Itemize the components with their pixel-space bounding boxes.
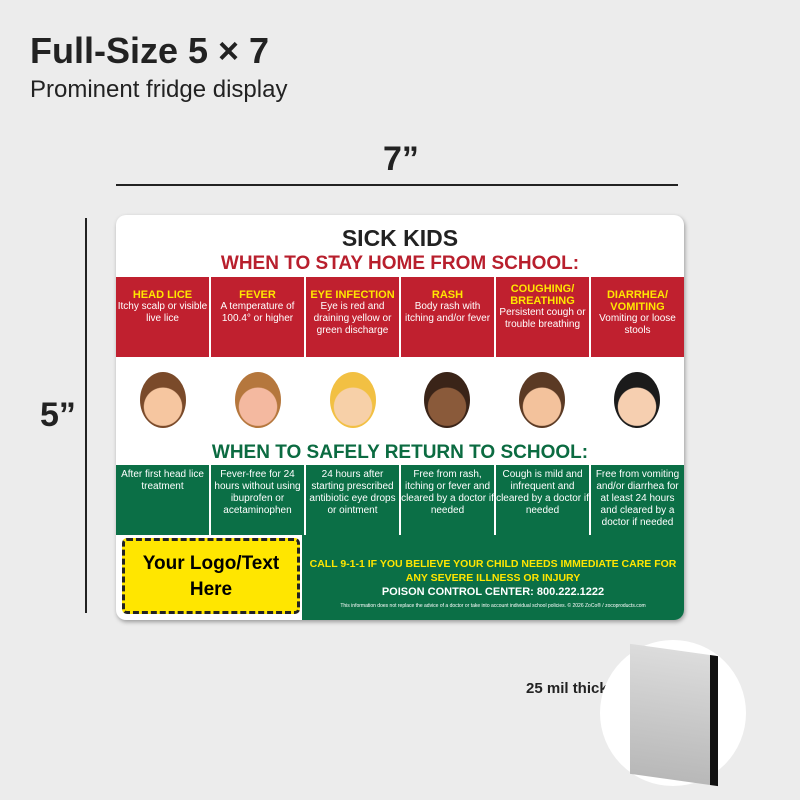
kid-rash-illustration [424, 372, 471, 428]
poison-control-text: POISON CONTROL CENTER: 800.222.1222 [381, 586, 605, 598]
kid-fever-illustration [234, 372, 281, 428]
condition-desc: Persistent cough or trouble breathing [499, 307, 586, 330]
return-cell: After first head lice treatment [116, 465, 211, 535]
magnet-title: SICK KIDS [341, 225, 459, 251]
return-row: After first head lice treatment Fever-fr… [116, 465, 684, 535]
return-cell: Cough is mild and infrequent and cleared… [496, 465, 591, 535]
return-cell: Free from vomiting and/or diarrhea for a… [591, 465, 684, 535]
condition-name: EYE INFECTION [310, 289, 395, 301]
kids-illustrations [116, 360, 684, 440]
magnet-edge-illustration [630, 643, 718, 787]
height-label: 5” [40, 396, 76, 434]
disclaimer-text: This information does not replace the ad… [340, 603, 646, 609]
stay-home-heading: WHEN TO STAY HOME FROM SCHOOL: [220, 253, 580, 274]
height-arrow [85, 218, 87, 613]
return-cell: Fever-free for 24 hours without using ib… [211, 465, 306, 535]
condition-name: COUGHING/ BREATHING [510, 283, 575, 307]
kid-head-lice-illustration [140, 372, 187, 428]
condition-desc: Itchy scalp or visible live lice [117, 301, 208, 324]
kid-vomiting-illustration [613, 372, 660, 428]
condition-desc: Eye is red and draining yellow or green … [313, 301, 392, 336]
condition-name: RASH [431, 289, 464, 301]
condition-desc: Body rash with itching and/or fever [404, 301, 491, 324]
logo-placeholder: Your Logo/Text Here [122, 538, 300, 614]
condition-desc: Vomiting or loose stools [599, 313, 676, 336]
condition-name: HEAD LICE [132, 289, 193, 301]
condition-name: DIARRHEA/ VOMITING [606, 289, 669, 313]
condition-name: FEVER [239, 289, 276, 301]
thickness-label: 25 mil thick [526, 680, 608, 697]
return-heading: WHEN TO SAFELY RETURN TO SCHOOL: [211, 442, 589, 463]
kid-eye-infection-illustration [329, 372, 376, 428]
call-911-text: CALL 9-1-1 IF YOU BELIEVE YOUR CHILD NEE… [309, 558, 677, 584]
subheadline: Prominent fridge display [30, 76, 288, 103]
width-label: 7” [383, 140, 419, 178]
emergency-panel: CALL 9-1-1 IF YOU BELIEVE YOUR CHILD NEE… [302, 535, 684, 620]
return-cell: 24 hours after starting prescribed antib… [306, 465, 401, 535]
condition-desc: A temperature of 100.4° or higher [220, 301, 295, 324]
thickness-detail-circle [600, 640, 746, 787]
magnet-card: SICK KIDS WHEN TO STAY HOME FROM SCHOOL:… [116, 215, 684, 620]
return-cell: Free from rash, itching or fever and cle… [401, 465, 496, 535]
kid-coughing-illustration [518, 372, 565, 428]
width-arrow [116, 184, 678, 186]
headline: Full-Size 5 × 7 [30, 30, 270, 71]
